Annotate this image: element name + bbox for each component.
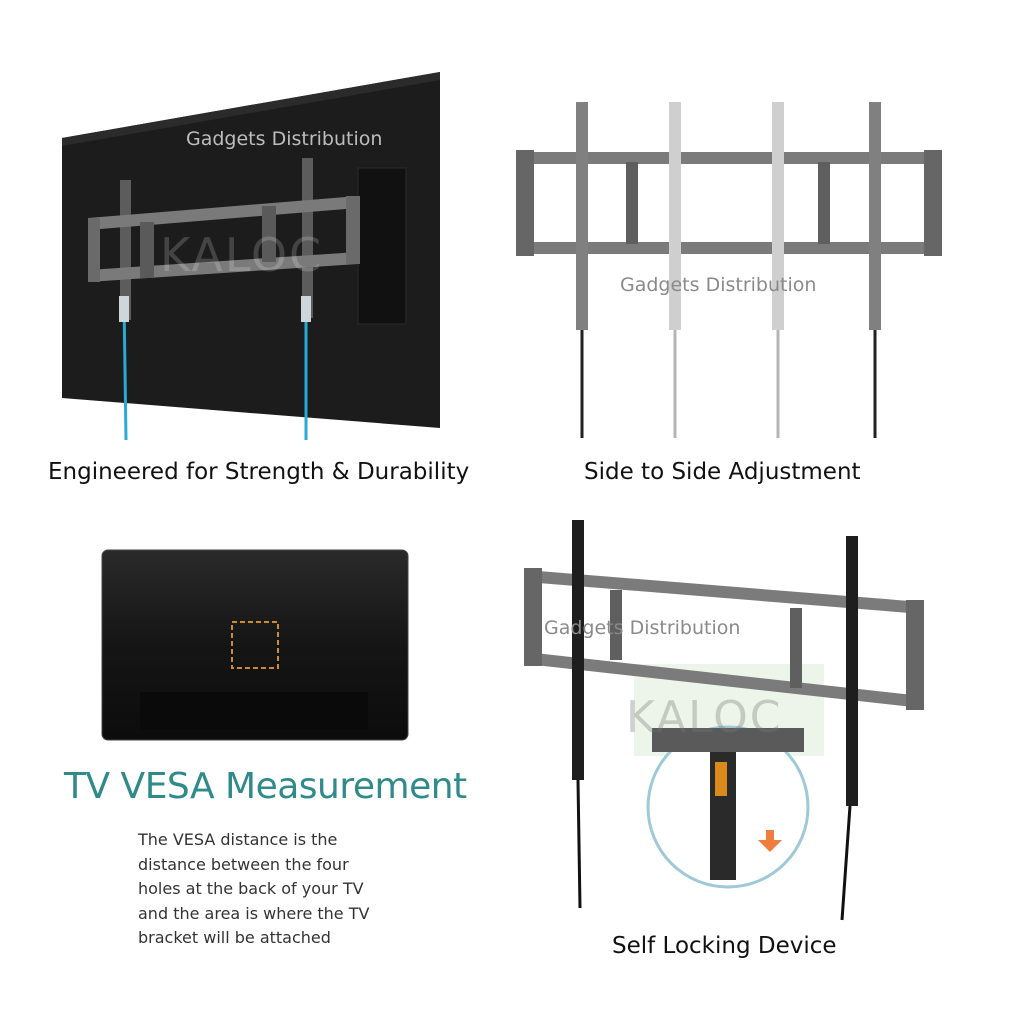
tv-back-vesa-image bbox=[101, 549, 409, 741]
panel-self-locking: KALOC Gadgets Distribution Self Locking … bbox=[512, 500, 1024, 1024]
vesa-description-line: holes at the back of your TV bbox=[138, 879, 364, 898]
logo-watermark: KALOC bbox=[160, 228, 324, 282]
watermark-text: Gadgets Distribution bbox=[544, 617, 741, 639]
vesa-description-line: distance between the four bbox=[138, 854, 349, 874]
panel-strength: Gadgets Distribution KALOC Engineered fo… bbox=[0, 0, 512, 500]
caption-strength: Engineered for Strength & Durability bbox=[48, 459, 470, 485]
caption-self-locking: Self Locking Device bbox=[612, 933, 837, 959]
caption-side-adjust: Side to Side Adjustment bbox=[584, 459, 861, 485]
tv-back-with-bracket-image bbox=[62, 72, 440, 441]
watermark-text: Gadgets Distribution bbox=[620, 274, 817, 296]
panel-side-adjust: Gadgets Distribution Side to Side Adjust… bbox=[512, 0, 1024, 500]
vesa-description-line: The VESA distance is the bbox=[138, 830, 338, 849]
bracket-self-locking-image bbox=[524, 520, 924, 921]
vesa-description-line: and the area is where the TV bbox=[138, 903, 370, 923]
logo-watermark: KALOC bbox=[626, 692, 783, 743]
vesa-title: TV VESA Measurement bbox=[64, 766, 467, 807]
watermark-text: Gadgets Distribution bbox=[186, 128, 383, 150]
bracket-side-adjust-image bbox=[516, 102, 942, 438]
vesa-description-line: bracket will be attached bbox=[138, 928, 331, 947]
vesa-description: The VESA distance is the distance betwee… bbox=[138, 828, 438, 951]
